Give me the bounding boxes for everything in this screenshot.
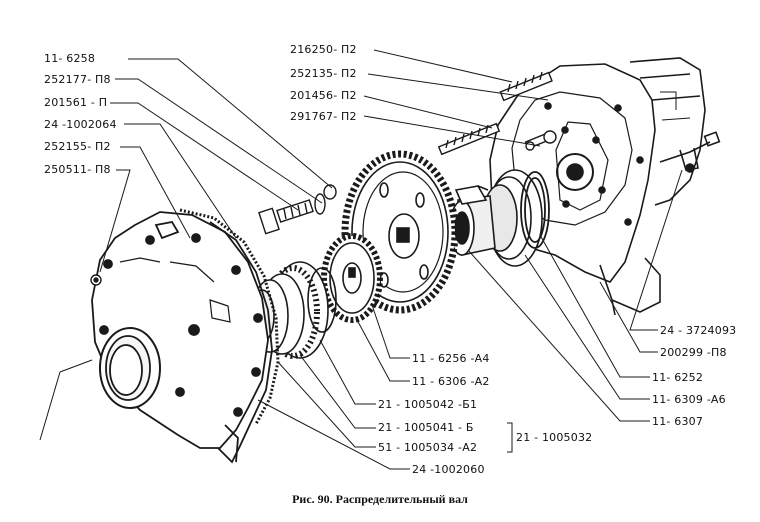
- crankshaft-gear-6306: [321, 233, 383, 323]
- label-252177-p8: 252177- П8: [44, 73, 111, 86]
- hub-6307: [449, 185, 496, 256]
- label-21-1005032: 21 - 1005032: [516, 431, 593, 444]
- bracket-24-3724093: [659, 131, 721, 173]
- label-11-6252: 11- 6252: [652, 371, 704, 384]
- label-216250-p2: 216250- П2: [290, 43, 357, 56]
- label-24-1002060: 24 -1002060: [412, 463, 485, 476]
- timing-cover-24-1002060: [91, 211, 273, 464]
- bolt-6258: [258, 184, 337, 235]
- label-24-3724093: 24 - 3724093: [660, 324, 737, 337]
- label-21-1005042-b1: 21 - 1005042 -Б1: [378, 398, 478, 411]
- label-11-6307: 11- 6307: [652, 415, 704, 428]
- bolt-291767: [524, 130, 557, 151]
- label-11-6258: 11- 6258: [44, 52, 96, 65]
- label-51-1005034-a2: 51 - 1005034 -А2: [378, 441, 478, 454]
- stud-201456: [437, 122, 501, 156]
- label-252155-p2: 252155- П2: [44, 140, 111, 153]
- gasket-24-1002064: [179, 208, 280, 425]
- label-201456-p2: 201456- П2: [290, 89, 357, 102]
- label-11-6306-a2: 11 - 6306 -А2: [412, 375, 490, 388]
- label-21-1005041-b: 21 - 1005041 - Б: [378, 421, 474, 434]
- label-291767-p2: 291767- П2: [290, 110, 357, 123]
- leader-lines: [39, 49, 683, 470]
- figure-caption: Рис. 90. Распределительный вал: [292, 492, 468, 506]
- nut-250511: [90, 274, 102, 286]
- label-250511-p8: 250511- П8: [44, 163, 111, 176]
- label-11-6309-a6: 11- 6309 -А6: [652, 393, 726, 406]
- stud-216250: [499, 71, 553, 102]
- label-200299-p8: 200299 -П8: [660, 346, 727, 359]
- label-24-1002064: 24 -1002064: [44, 118, 117, 131]
- label-201561-p: 201561 - П: [44, 96, 108, 109]
- spacer-ring-6252: [520, 171, 550, 249]
- label-11-6256-a4: 11 - 6256 -А4: [412, 352, 490, 365]
- label-252135-p2: 252135- П2: [290, 67, 357, 80]
